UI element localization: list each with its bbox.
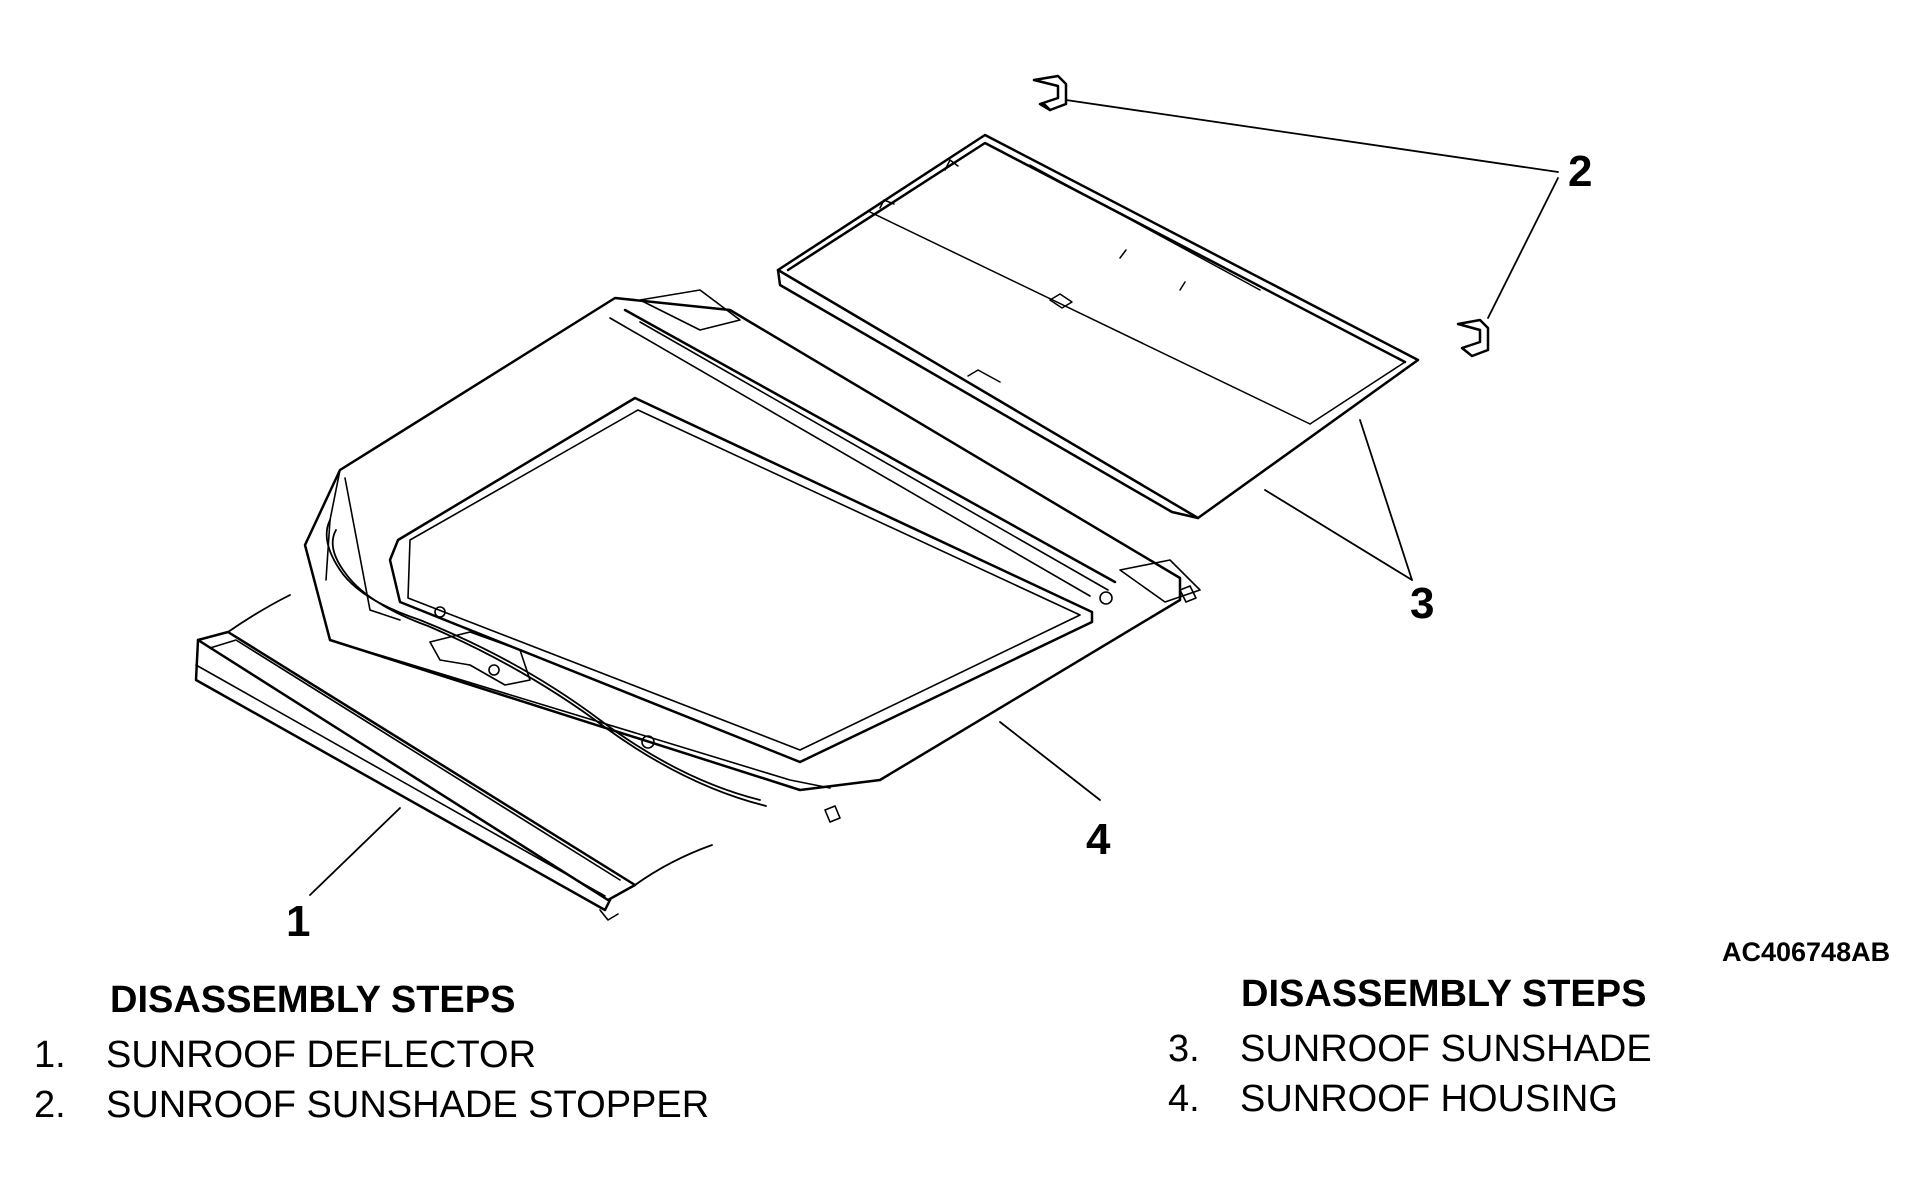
sunroof-sunshade (776, 133, 1420, 520)
list-item: 2. SUNROOF SUNSHADE STOPPER (34, 1080, 709, 1130)
step-number: 3. (1168, 1028, 1200, 1070)
step-label: SUNROOF DEFLECTOR (106, 1034, 537, 1076)
callout-leaders (309, 99, 1559, 896)
steps-heading: DISASSEMBLY STEPS (110, 979, 516, 1021)
step-label: SUNROOF SUNSHADE STOPPER (106, 1084, 710, 1126)
callout-4: 4 (1086, 815, 1111, 864)
step-number: 4. (1168, 1078, 1200, 1120)
sunshade-stopper-right (1456, 318, 1490, 358)
figure-code: AC406748AB (1722, 937, 1891, 967)
list-item: 3. SUNROOF SUNSHADE (1168, 1024, 1652, 1074)
sunroof-housing (303, 289, 1201, 823)
step-number: 2. (34, 1084, 66, 1126)
step-number: 1. (34, 1034, 66, 1076)
list-item: 4. SUNROOF HOUSING (1168, 1074, 1652, 1124)
steps-heading: DISASSEMBLY STEPS (1241, 973, 1647, 1015)
step-label: SUNROOF SUNSHADE (1240, 1028, 1652, 1070)
sunshade-stopper-top (1032, 74, 1068, 112)
callout-1: 1 (286, 897, 311, 946)
callout-3: 3 (1410, 579, 1435, 628)
disassembly-steps-right: DISASSEMBLY STEPS 3. SUNROOF SUNSHADE 4.… (1168, 970, 1652, 1124)
sunroof-deflector (194, 594, 713, 921)
disassembly-steps-left: DISASSEMBLY STEPS 1. SUNROOF DEFLECTOR 2… (34, 976, 709, 1130)
step-label: SUNROOF HOUSING (1240, 1078, 1618, 1120)
list-item: 1. SUNROOF DEFLECTOR (34, 1030, 709, 1080)
callout-2: 2 (1568, 147, 1593, 196)
